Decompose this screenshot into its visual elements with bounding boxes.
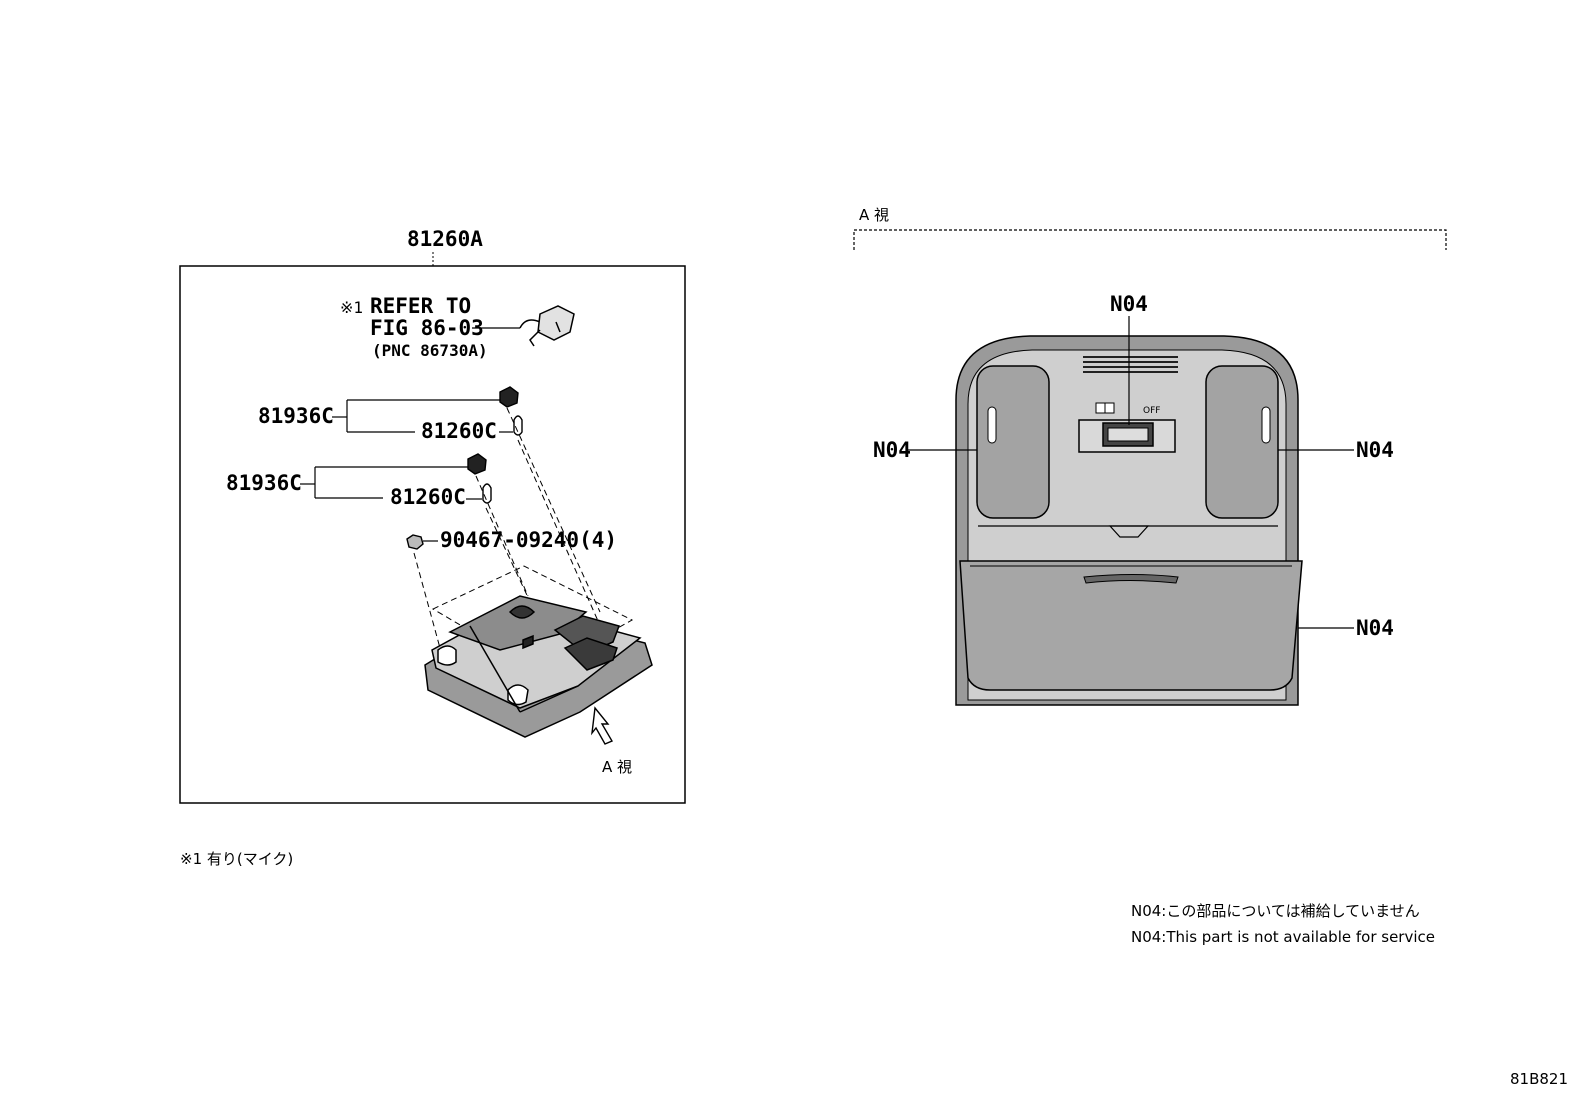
note-english: N04:This part is not available for servi… — [1131, 928, 1435, 946]
note-japanese: N04:この部品については補給していません — [1131, 902, 1420, 920]
overhead-console-front: OFF — [955, 335, 1303, 706]
part-81260c-upper[interactable]: 81260C — [421, 419, 497, 443]
reference-line-1: REFER TO — [370, 294, 471, 318]
reference-line-3: (PNC 86730A) — [372, 341, 488, 360]
assembly-guide-lines — [413, 407, 634, 673]
assembly-frame — [179, 265, 686, 804]
left-map-lamp-lens[interactable] — [976, 365, 1050, 519]
assembly-part-number[interactable]: 81260A — [407, 227, 483, 251]
exploded-view-panel: 81260A ※1 REFER TO FIG 86-03 (PNC 86730A… — [179, 227, 686, 804]
diagram-number: 81B821 — [1510, 1070, 1568, 1088]
view-marker-label: A 視 — [602, 758, 632, 776]
callout-left-n04[interactable]: N04 — [873, 438, 911, 462]
door-icon — [1095, 402, 1115, 414]
switch-off-label: OFF — [1143, 406, 1160, 416]
view-a-title: A 視 — [859, 206, 889, 224]
reference-line-2[interactable]: FIG 86-03 — [370, 316, 484, 340]
callout-lower-n04[interactable]: N04 — [1356, 616, 1394, 640]
callout-right-n04[interactable]: N04 — [1356, 438, 1394, 462]
reference-mark: ※1 — [340, 298, 363, 317]
part-81260c-lower[interactable]: 81260C — [390, 485, 466, 509]
microphone-part-drawing — [519, 305, 575, 347]
right-map-lamp-lens[interactable] — [1205, 365, 1279, 519]
microphone-grille — [1083, 356, 1178, 373]
lamp-lens-part-drawing — [499, 386, 523, 436]
view-arrow-icon — [591, 706, 614, 745]
sunglass-holder-door[interactable] — [959, 560, 1303, 691]
callout-top-n04[interactable]: N04 — [1110, 292, 1148, 316]
overhead-console-drawing — [424, 595, 653, 738]
lamp-lens-part-drawing-lower — [467, 453, 492, 504]
view-a-panel: A 視 O — [853, 206, 1447, 706]
part-81936c-upper[interactable]: 81936C — [258, 404, 334, 428]
view-a-bracket — [853, 229, 1447, 250]
screw-part-number[interactable]: 90467-09240(4) — [440, 528, 617, 552]
footnote-text: ※1 有り(マイク) — [180, 850, 293, 868]
part-81936c-lower[interactable]: 81936C — [226, 471, 302, 495]
screw-drawing — [406, 534, 424, 550]
